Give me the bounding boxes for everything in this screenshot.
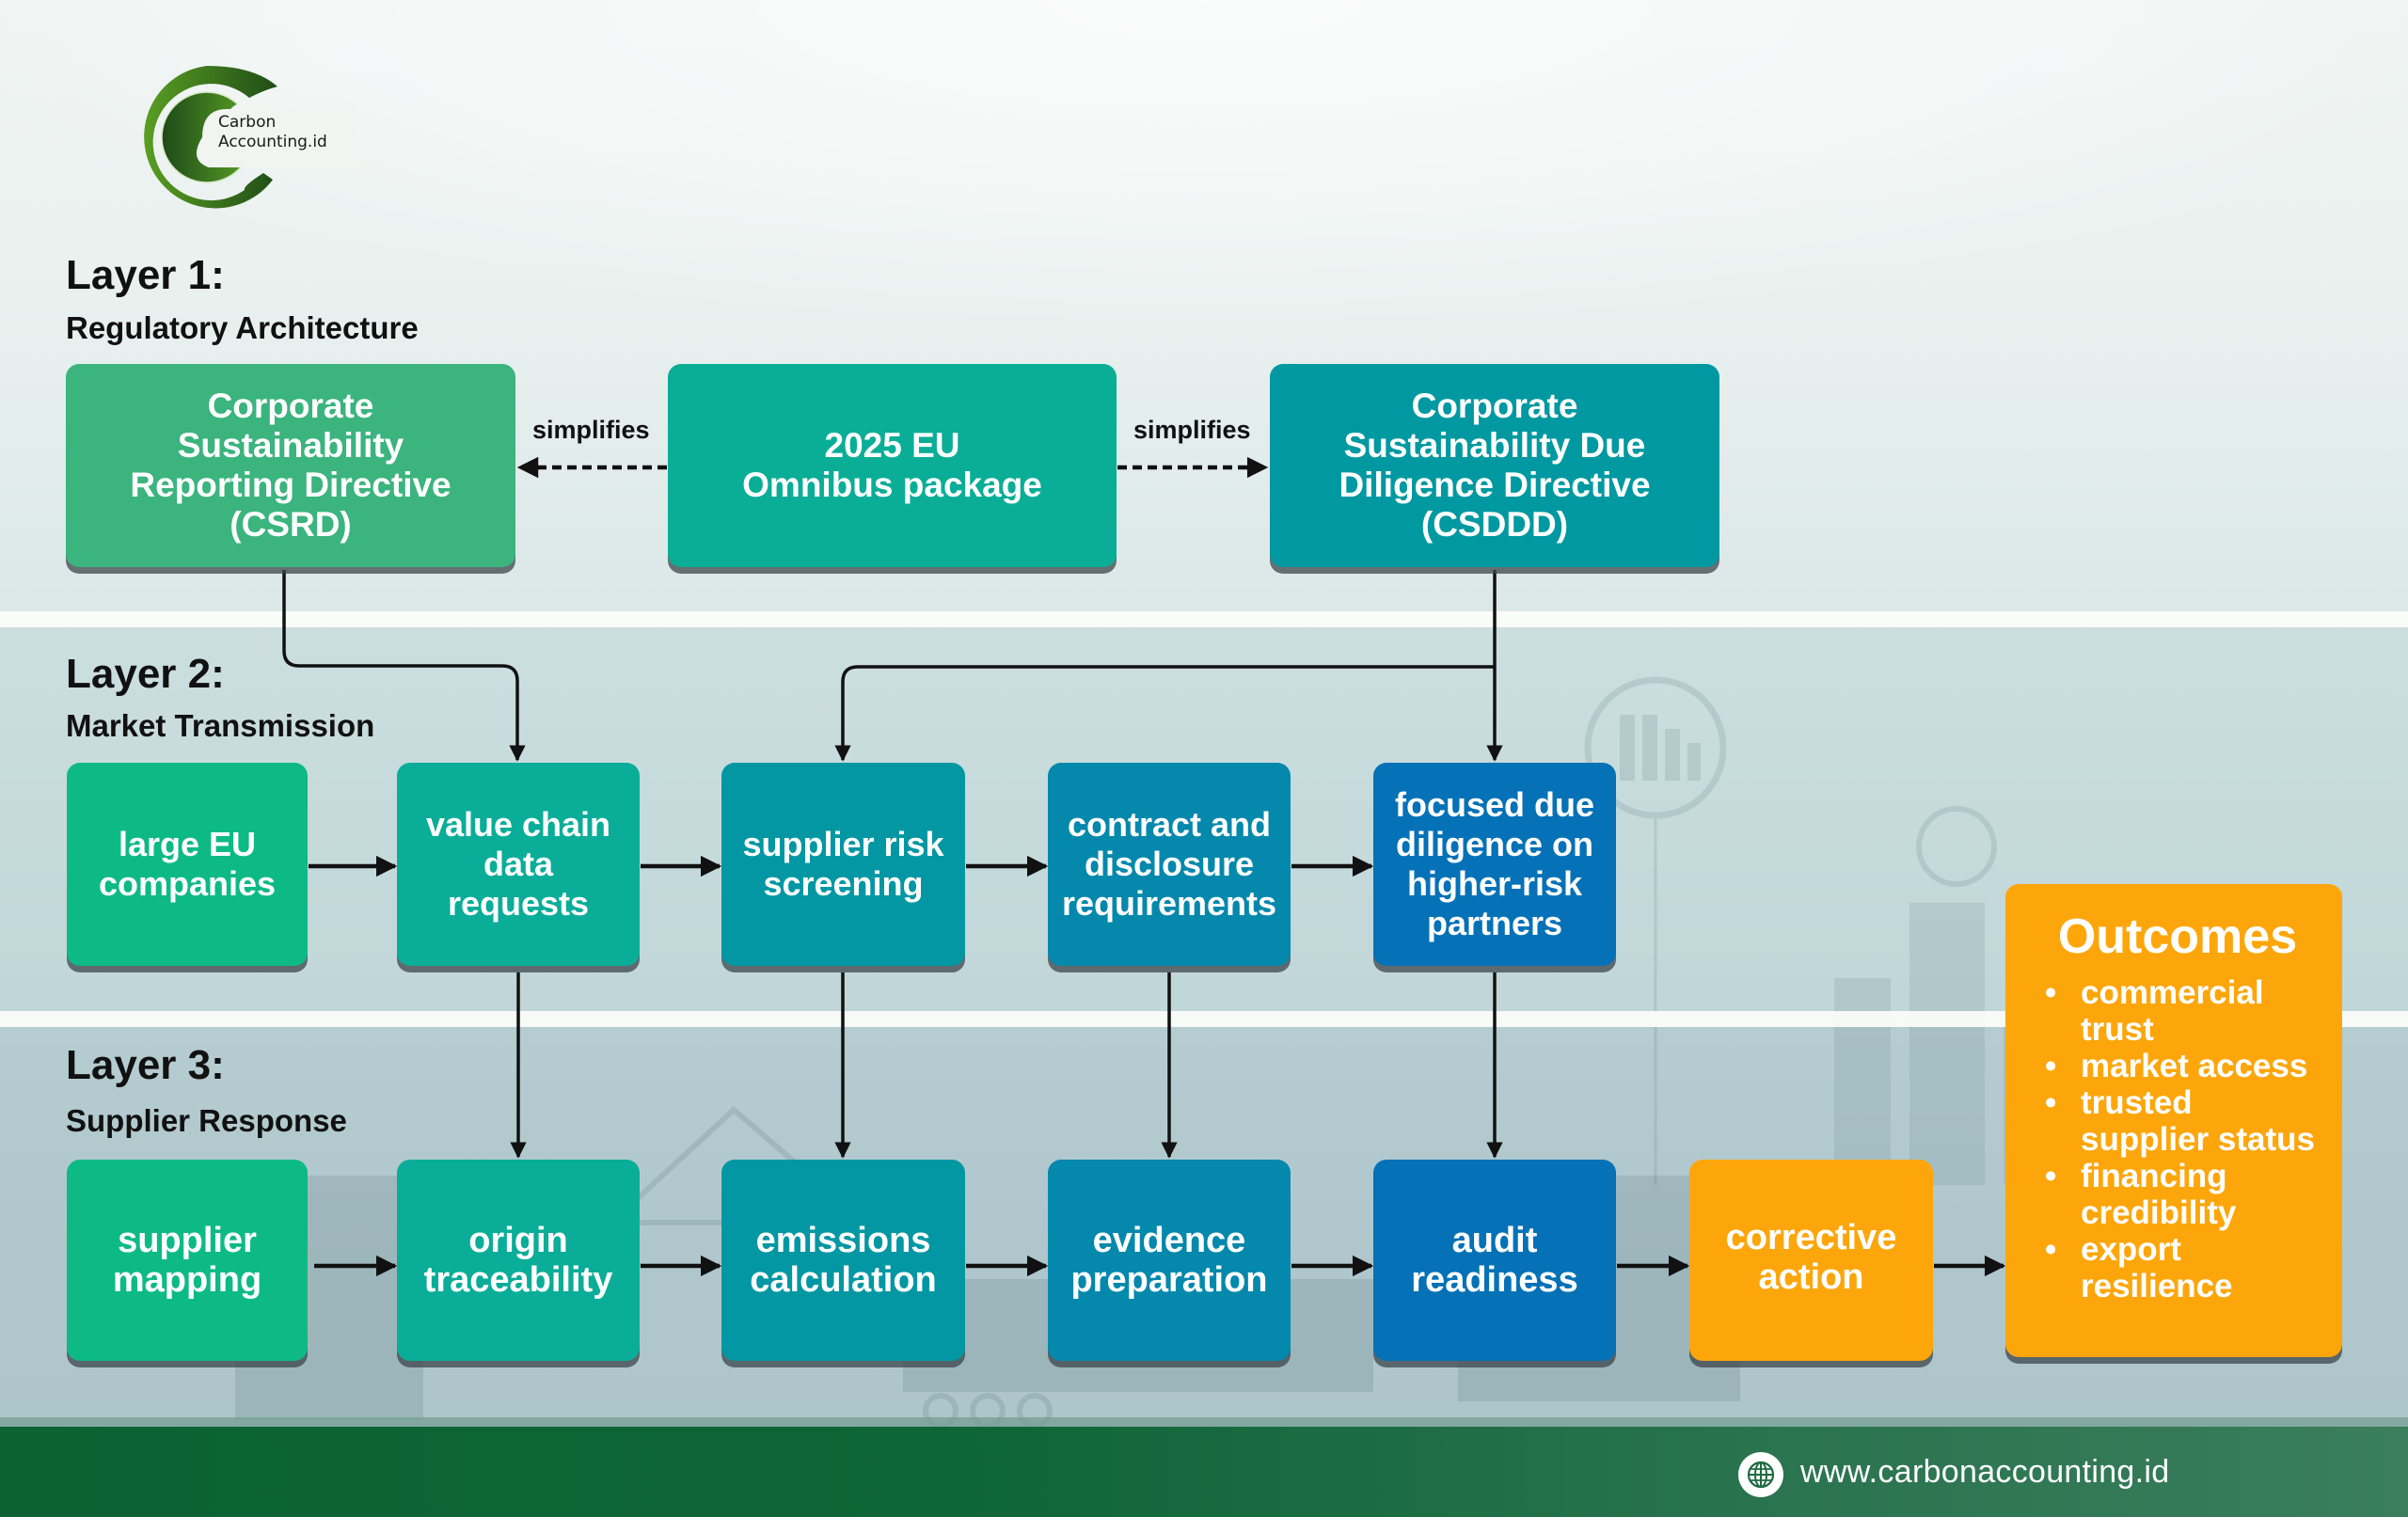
node-focused-due-diligence[interactable]: focused due diligence on higher-risk par… [1373, 763, 1616, 966]
node-contract-disclosure[interactable]: contract and disclosure requirements [1048, 763, 1291, 966]
bullet-icon: • [2045, 1231, 2057, 1268]
node-corrective-action[interactable]: corrective action [1689, 1160, 1933, 1361]
node-label: focused due diligence on higher-risk par… [1394, 785, 1595, 942]
layer1-heading: Layer 1: [66, 252, 225, 298]
node-label: large EU companies [98, 825, 277, 903]
node-supplier-risk-screening[interactable]: supplier risk screening [721, 763, 965, 966]
outcome-item: • trusted supplier status [2032, 1084, 2323, 1158]
node-evidence-preparation[interactable]: evidence preparation [1048, 1160, 1291, 1361]
node-value-chain-data-requests[interactable]: value chain data requests [397, 763, 640, 966]
node-label: origin traceability [423, 1221, 613, 1300]
layer2-heading: Layer 2: [66, 651, 225, 697]
outcomes-title: Outcomes [2057, 909, 2298, 964]
node-supplier-mapping[interactable]: supplier mapping [67, 1160, 308, 1361]
outcomes-list: • commercial trust • market access • truste… [2032, 974, 2323, 1304]
node-omnibus[interactable]: 2025 EU Omnibus package [668, 364, 1117, 567]
node-label: value chain data requests [425, 805, 611, 923]
bullet-icon: • [2045, 974, 2057, 1011]
node-audit-readiness[interactable]: audit readiness [1373, 1160, 1616, 1361]
node-label: corrective action [1725, 1218, 1897, 1297]
logo-wordmark: Carbon Accounting.id [218, 113, 327, 152]
bullet-icon: • [2045, 1158, 2057, 1194]
carbon-accounting-logo [144, 66, 357, 209]
outcome-text: export resilience [2081, 1231, 2233, 1304]
outcome-item: • market access [2032, 1048, 2323, 1084]
layer3-subheading: Supplier Response [66, 1103, 347, 1138]
bullet-icon: • [2045, 1048, 2057, 1084]
layer1-subheading: Regulatory Architecture [66, 310, 419, 345]
node-omnibus-label: 2025 EU Omnibus package [742, 426, 1042, 504]
logo-line1: Carbon [218, 113, 277, 132]
edge-label-simplifies-right: simplifies [1133, 416, 1251, 444]
outcomes-panel: Outcomes • commercial trust • market acces… [2005, 884, 2342, 1357]
node-csddd-label: Corporate Sustainability Due Diligence D… [1339, 387, 1651, 544]
outcome-item: • export resilience [2032, 1231, 2323, 1304]
outcome-text: financing credibility [2081, 1158, 2237, 1231]
logo-line2: Accounting.id [218, 133, 327, 151]
layer2-subheading: Market Transmission [66, 708, 375, 743]
node-emissions-calculation[interactable]: emissions calculation [721, 1160, 965, 1361]
layer-divider-1 [0, 611, 2408, 627]
node-label: evidence preparation [1070, 1221, 1268, 1300]
node-origin-traceability[interactable]: origin traceability [397, 1160, 640, 1361]
outcome-text: trusted supplier status [2081, 1084, 2315, 1158]
node-csddd[interactable]: Corporate Sustainability Due Diligence D… [1270, 364, 1719, 567]
website-link[interactable]: www.carbonaccounting.id [1800, 1454, 2170, 1490]
outcome-text: market access [2081, 1048, 2308, 1084]
bullet-icon: • [2045, 1084, 2057, 1121]
node-label: supplier mapping [112, 1221, 262, 1300]
outcome-item: • financing credibility [2032, 1158, 2323, 1231]
layer-divider-2 [0, 1011, 2408, 1027]
node-large-eu-companies[interactable]: large EU companies [67, 763, 308, 966]
footer-bar [0, 1427, 2408, 1517]
edge-label-simplifies-left: simplifies [532, 416, 650, 444]
node-csrd[interactable]: Corporate Sustainability Reporting Direc… [66, 364, 515, 567]
node-label: emissions calculation [750, 1221, 937, 1300]
layer3-heading: Layer 3: [66, 1042, 225, 1088]
node-label: audit readiness [1411, 1221, 1578, 1300]
node-csrd-label: Corporate Sustainability Reporting Direc… [130, 387, 452, 544]
globe-icon [1738, 1452, 1783, 1497]
node-label: contract and disclosure requirements [1061, 805, 1277, 923]
node-label: supplier risk screening [742, 825, 944, 903]
footer-edge [0, 1417, 2408, 1427]
outcome-text: commercial trust [2081, 974, 2264, 1048]
outcome-item: • commercial trust [2032, 974, 2323, 1048]
